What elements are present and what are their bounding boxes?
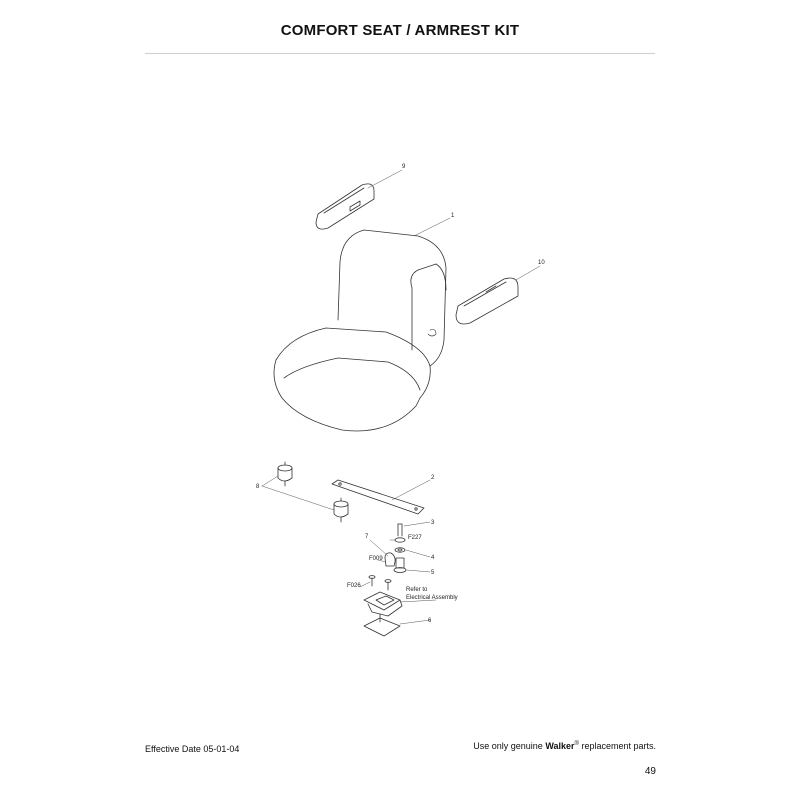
page-title: COMFORT SEAT / ARMREST KIT [280,22,520,39]
page-number: 49 [644,766,656,777]
armrest-right-drawing [455,277,519,325]
callout-5: 5 [431,570,435,576]
notice-suffix: replacement parts. [581,741,656,751]
seat-drawing [273,229,447,432]
note-line-2: Electrical Assembly [406,595,458,601]
callout-f026: F026 [347,583,361,589]
notice-prefix: Use only genuine [473,741,543,751]
brand-name: Walker [545,741,575,751]
callout-f227: F227 [408,535,422,541]
callout-1: 1 [451,213,455,219]
callout-3: 3 [431,520,435,526]
armrest-left-drawing [315,183,375,230]
callout-4: 4 [431,555,435,561]
bracket-drawing [331,479,425,515]
plate-drawing [363,575,403,637]
effective-date: Effective Date 05-01-04 [145,744,240,754]
callout-10: 10 [538,260,545,266]
hardware-drawing [384,523,407,573]
callout-9: 9 [402,164,406,170]
genuine-parts-notice: Use only genuine Walker® replacement par… [473,741,656,751]
callout-8: 8 [256,484,260,490]
note-line-1: Refer to [406,587,428,593]
leader-lines [261,169,541,625]
callout-7: 7 [365,534,369,540]
callout-6: 6 [428,618,432,624]
title-divider [145,53,655,54]
mounts-drawing [277,461,349,523]
callout-2: 2 [431,475,435,481]
registered-mark: ® [574,741,579,747]
callout-f009: F009 [369,556,383,562]
